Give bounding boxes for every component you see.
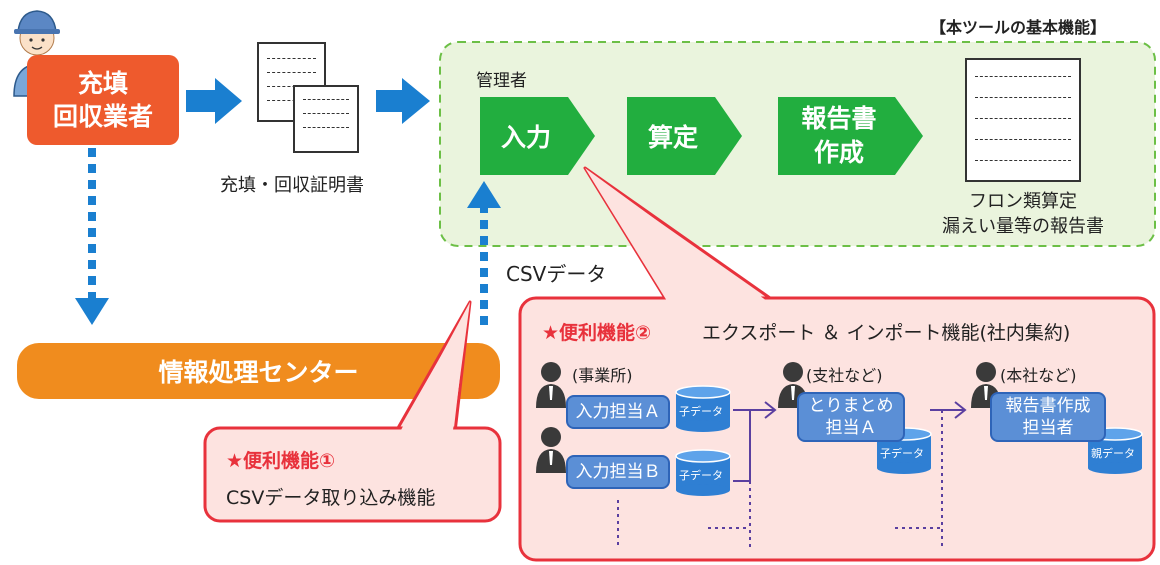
report-doc bbox=[965, 58, 1081, 182]
db-child-2 bbox=[675, 449, 731, 496]
feature2-title: ★便利機能② bbox=[542, 322, 652, 344]
arrow-up-head bbox=[467, 181, 501, 208]
report-doc-line1: フロン類算定 bbox=[969, 191, 1077, 212]
certificate-label: 充填・回収証明書 bbox=[220, 175, 364, 196]
admin-label: 管理者 bbox=[476, 71, 527, 91]
feature2-desc: エクスポート ＆ インポート機能(社内集約) bbox=[702, 322, 1071, 344]
person-icon-office-1 bbox=[536, 362, 566, 408]
feature1-desc: CSVデータ取り込み機能 bbox=[226, 487, 436, 509]
info-center-bar bbox=[17, 343, 500, 399]
csv-label: CSVデータ bbox=[506, 262, 607, 286]
collector-line1: 充填 bbox=[77, 69, 128, 98]
step-report-label: 報告書 作成 bbox=[784, 100, 894, 172]
report-doc-line2: 漏えい量等の報告書 bbox=[942, 216, 1104, 237]
db-parent-label: 親データ bbox=[1091, 447, 1135, 460]
db-child-1 bbox=[675, 385, 731, 432]
db-child-3-label: 子データ bbox=[880, 447, 924, 460]
tool-title: 【本ツールの基本機能】 bbox=[930, 18, 1107, 37]
arrow-cert-to-tool bbox=[376, 78, 430, 124]
input-person-b: 入力担当Ｂ bbox=[566, 455, 670, 489]
step-report-shape bbox=[778, 97, 923, 175]
certificate-doc-front bbox=[293, 85, 359, 153]
summary-line2: 担当Ａ bbox=[825, 418, 877, 438]
office-label: (事業所) bbox=[572, 366, 633, 385]
input-person-a: 入力担当Ａ bbox=[566, 395, 670, 429]
info-center-label: 情報処理センター bbox=[158, 358, 359, 387]
step-input-label: 入力 bbox=[500, 123, 551, 152]
report-person-line1: 報告書作成 bbox=[1005, 396, 1091, 416]
collector-box: 充填 回収業者 bbox=[27, 55, 179, 145]
branch-label: (支社など) bbox=[806, 366, 883, 385]
collector-line2: 回収業者 bbox=[52, 102, 153, 131]
step-input-shape bbox=[480, 97, 595, 175]
summary-person: とりまとめ 担当Ａ bbox=[797, 392, 905, 442]
step-report-line2: 作成 bbox=[813, 138, 864, 167]
flow-lines bbox=[617, 401, 967, 548]
report-doc-caption: フロン類算定 漏えい量等の報告書 bbox=[918, 189, 1128, 239]
report-person: 報告書作成 担当者 bbox=[990, 392, 1106, 442]
hq-label: (本社など) bbox=[1000, 366, 1077, 385]
summary-line1: とりまとめ bbox=[808, 396, 894, 416]
db-child-1-label: 子データ bbox=[679, 405, 723, 418]
db-child-2-label: 子データ bbox=[679, 469, 723, 482]
person-icon-office-2 bbox=[536, 427, 566, 473]
step-calc-label: 算定 bbox=[647, 123, 698, 152]
feature1-bubble bbox=[203, 426, 502, 523]
arrow-collector-to-cert bbox=[186, 78, 242, 124]
arrow-down-head bbox=[75, 298, 109, 325]
step-report-line1: 報告書 bbox=[801, 104, 877, 133]
step-calc-shape bbox=[627, 97, 742, 175]
feature1-title: ★便利機能① bbox=[226, 450, 336, 472]
report-person-line2: 担当者 bbox=[1022, 418, 1074, 438]
